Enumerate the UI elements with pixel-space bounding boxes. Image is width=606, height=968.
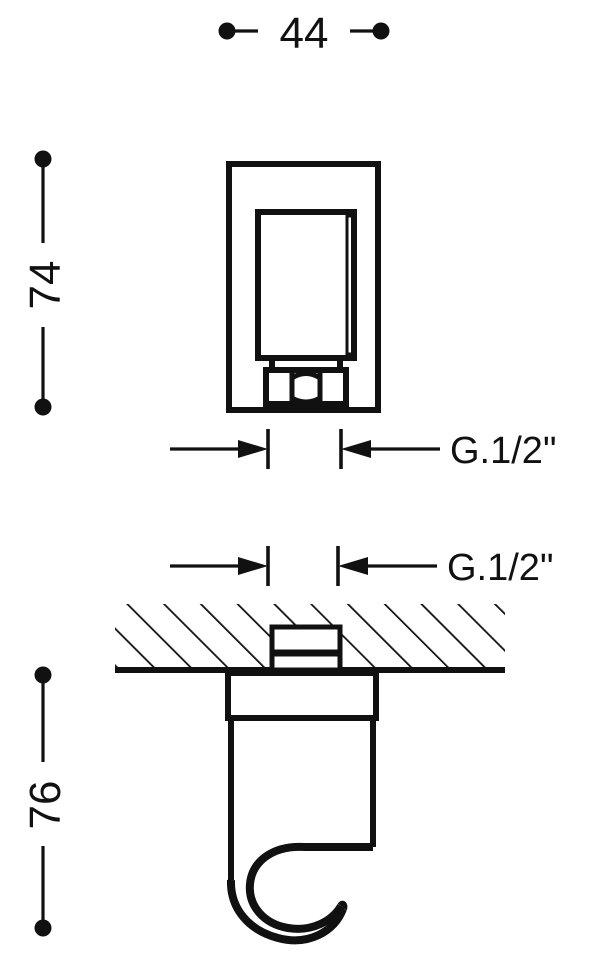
thread-lower-arrow-left bbox=[238, 557, 268, 575]
stem-thread-band-upper bbox=[269, 624, 343, 655]
dimension-thread-lower: G.1/2" bbox=[170, 546, 553, 589]
dim-dot-bottom-76 bbox=[34, 919, 52, 937]
dim-dot-bottom-74 bbox=[34, 398, 52, 416]
dimension-label-height-upper: 74 bbox=[21, 261, 70, 310]
thread-upper-arrow-right bbox=[341, 440, 371, 458]
dim-dot-right-44 bbox=[372, 22, 390, 40]
dimension-thread-upper: G.1/2" bbox=[170, 429, 556, 472]
hook-inner-curve bbox=[226, 879, 347, 945]
dimension-height-76: 76 bbox=[21, 666, 70, 937]
thread-label-upper: G.1/2" bbox=[450, 430, 556, 472]
hook-outer-curve bbox=[245, 842, 373, 933]
view-front-elevation bbox=[226, 161, 381, 413]
thread-upper-arrow-left bbox=[238, 440, 268, 458]
dimension-label-width: 44 bbox=[280, 9, 329, 58]
body-front-face bbox=[255, 209, 357, 361]
dimension-label-height-lower: 76 bbox=[21, 781, 70, 830]
view-side-section bbox=[115, 604, 505, 945]
hex-nut-center-dome bbox=[289, 371, 323, 405]
thread-label-lower: G.1/2" bbox=[447, 547, 553, 589]
stem-thread-band-lower bbox=[269, 651, 343, 673]
body-side-face bbox=[345, 214, 356, 356]
dimension-height-74: 74 bbox=[21, 150, 70, 416]
thread-lower-arrow-right bbox=[338, 557, 368, 575]
dimension-width-44: 44 bbox=[218, 9, 390, 58]
flange-body bbox=[225, 670, 379, 721]
